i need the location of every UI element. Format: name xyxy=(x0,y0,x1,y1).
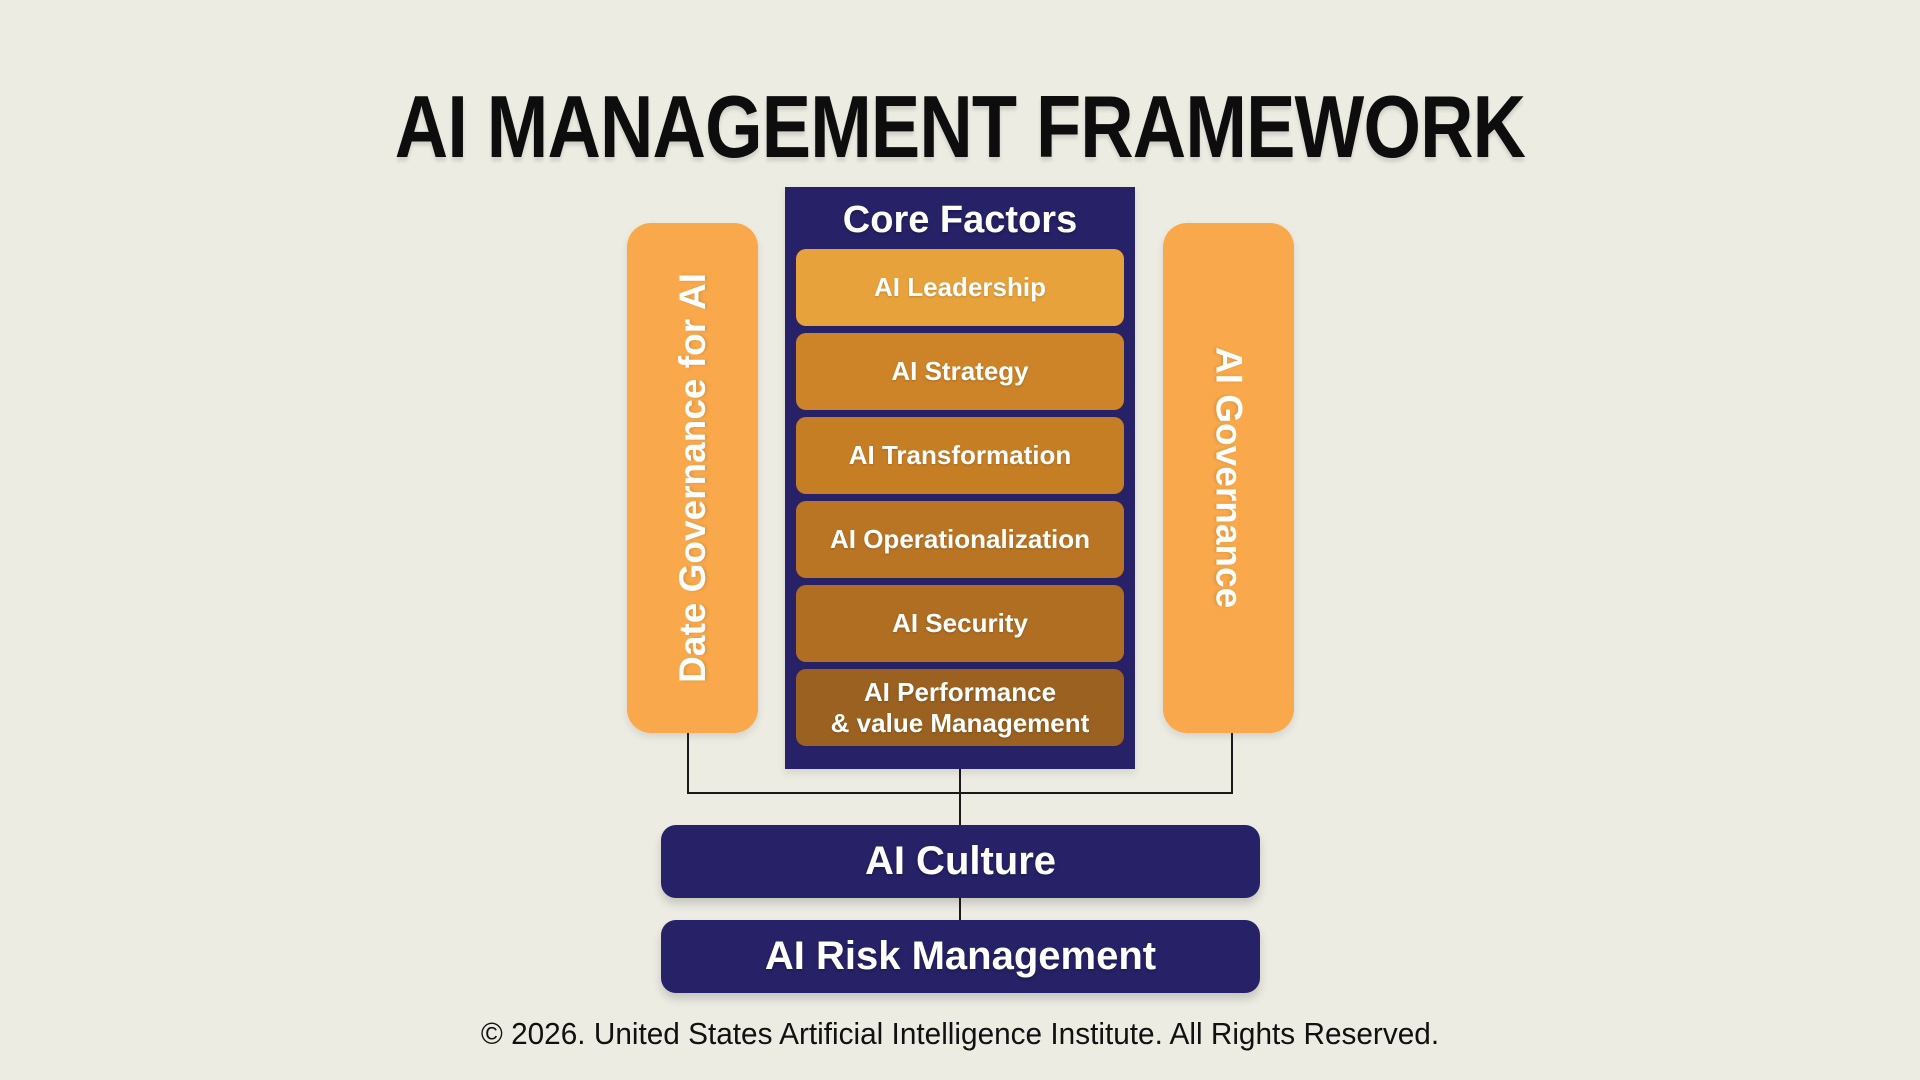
pillar-date-governance-label: Date Governance for AI xyxy=(671,273,713,683)
factor-ai-operationalization: AI Operationalization xyxy=(796,501,1124,578)
pillar-ai-governance: AI Governance xyxy=(1163,223,1294,733)
connector-culture-to-risk xyxy=(959,897,961,921)
connector-left-pillar-vertical xyxy=(687,733,689,794)
core-factors-title: Core Factors xyxy=(842,199,1078,241)
factor-ai-security: AI Security xyxy=(796,585,1124,662)
pillar-ai-governance-label: AI Governance xyxy=(1208,347,1250,609)
pillar-date-governance-for-ai: Date Governance for AI xyxy=(627,223,758,733)
factor-ai-strategy: AI Strategy xyxy=(796,333,1124,410)
page-title: AI MANAGEMENT FRAMEWORK xyxy=(394,77,1526,176)
ai-culture-bar: AI Culture xyxy=(661,825,1260,898)
core-factors-panel: Core Factors AI Leadership AI Strategy A… xyxy=(785,187,1135,769)
core-factors-list: AI Leadership AI Strategy AI Transformat… xyxy=(796,249,1124,746)
ai-risk-management-bar: AI Risk Management xyxy=(661,920,1260,993)
factor-ai-leadership: AI Leadership xyxy=(796,249,1124,326)
copyright-footer: © 2026. United States Artificial Intelli… xyxy=(480,1016,1440,1051)
connector-core-to-culture xyxy=(959,769,961,825)
connector-right-pillar-vertical xyxy=(1231,733,1233,794)
factor-ai-transformation: AI Transformation xyxy=(796,417,1124,494)
factor-ai-performance-value-management: AI Performance & value Management xyxy=(796,669,1124,746)
